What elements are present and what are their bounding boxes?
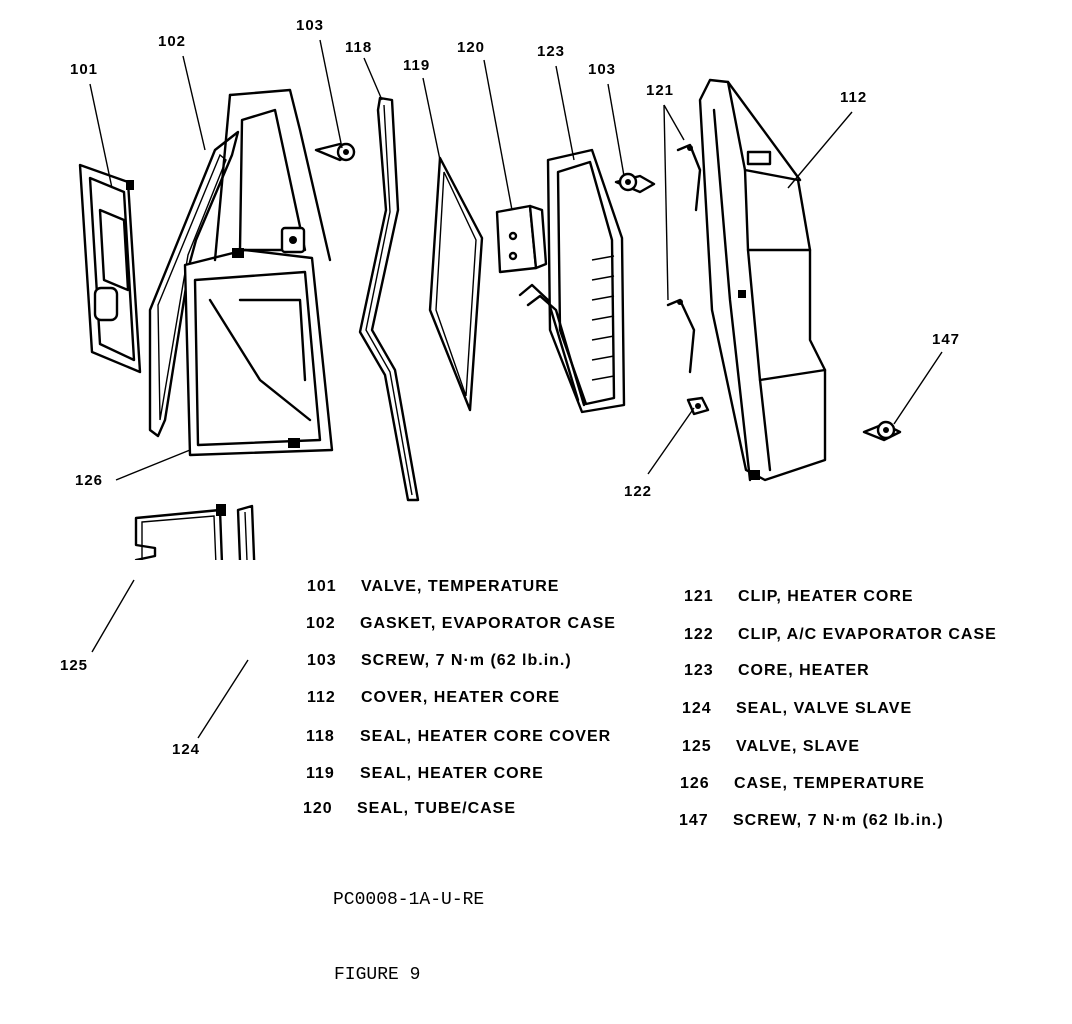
legend-row-112: 112 COVER, HEATER CORE: [307, 689, 560, 707]
document-code: PC0008-1A-U-RE: [333, 890, 485, 910]
legend-row-102: 102 GASKET, EVAPORATOR CASE: [306, 615, 616, 633]
figure-label: FIGURE 9: [334, 965, 421, 985]
legend-num: 147: [679, 812, 709, 829]
legend-row-120: 120 SEAL, TUBE/CASE: [303, 800, 516, 818]
callout-118: 118: [345, 39, 372, 56]
legend-num: 103: [307, 652, 337, 669]
callout-103-upper: 103: [296, 17, 324, 34]
legend-desc: GASKET, EVAPORATOR CASE: [360, 615, 616, 632]
legend-num: 121: [684, 588, 714, 605]
callout-102: 102: [158, 33, 186, 50]
part-101-temperature-valve: [78, 163, 142, 374]
callout-121: 121: [646, 82, 674, 99]
legend-num: 120: [303, 800, 333, 817]
legend-num: 101: [307, 578, 337, 595]
legend-desc: SEAL, VALVE SLAVE: [736, 700, 913, 717]
part-112-heater-core-cover: [698, 78, 827, 482]
legend-num: 125: [682, 738, 712, 755]
legend-desc: COVER, HEATER CORE: [361, 689, 561, 706]
legend-desc: VALVE, TEMPERATURE: [361, 578, 560, 595]
legend-num: 123: [684, 662, 714, 679]
legend-row-101: 101 VALVE, TEMPERATURE: [307, 578, 559, 596]
legend-row-122: 122 CLIP, A/C EVAPORATOR CASE: [684, 626, 997, 644]
part-120-seal-tube-case: [495, 204, 548, 274]
legend-desc: CORE, HEATER: [738, 662, 870, 679]
legend-num: 118: [306, 728, 335, 745]
legend-desc: SCREW, 7 N·m (62 lb.in.): [361, 652, 572, 669]
legend-row-124: 124 SEAL, VALVE SLAVE: [682, 700, 912, 718]
callout-112: 112: [840, 89, 867, 106]
legend-row-123: 123 CORE, HEATER: [684, 662, 870, 680]
legend-desc: SEAL, HEATER CORE: [360, 765, 544, 782]
part-147-screw: [862, 420, 902, 442]
legend-row-121: 121 CLIP, HEATER CORE: [684, 588, 914, 606]
callout-125: 125: [60, 657, 88, 674]
exploded-parts-diagram: 101 102 103 118 119 120 123 103 121 112 …: [70, 17, 960, 560]
callout-101: 101: [70, 61, 98, 78]
legend-desc: SEAL, TUBE/CASE: [357, 800, 517, 817]
callout-123: 123: [537, 43, 565, 60]
legend-row-125: 125 VALVE, SLAVE: [682, 738, 860, 756]
part-124-seal-valve-slave: [236, 504, 256, 560]
legend-num: 124: [682, 700, 712, 717]
parts-legend-right: 121 CLIP, HEATER CORE 122 CLIP, A/C EVAPOR…: [679, 588, 1064, 848]
legend-desc: CLIP, HEATER CORE: [738, 588, 914, 605]
callout-126: 126: [75, 472, 103, 489]
part-103-screw-upper: [314, 142, 356, 162]
callout-119: 119: [403, 57, 430, 74]
legend-desc: CLIP, A/C EVAPORATOR CASE: [738, 626, 997, 643]
legend-num: 126: [680, 775, 710, 792]
legend-row-103: 103 SCREW, 7 N·m (62 lb.in.): [307, 652, 572, 670]
legend-row-118: 118 SEAL, HEATER CORE COVER: [306, 728, 611, 746]
part-103-screw-lower: [614, 172, 656, 194]
part-123-heater-core: [518, 148, 626, 414]
callout-122: 122: [624, 483, 652, 500]
legend-desc: SEAL, HEATER CORE COVER: [360, 728, 612, 745]
part-126-temperature-case: [183, 88, 334, 457]
part-119-seal-heater-core: [428, 156, 484, 412]
legend-row-119: 119 SEAL, HEATER CORE: [306, 765, 544, 783]
callout-124: 124: [172, 741, 200, 758]
legend-num: 122: [684, 626, 714, 643]
callout-103-lower: 103: [588, 61, 616, 78]
legend-row-126: 126 CASE, TEMPERATURE: [680, 775, 925, 793]
legend-row-147: 147 SCREW, 7 N·m (62 lb.in.): [679, 812, 944, 830]
legend-desc: SCREW, 7 N·m (62 lb.in.): [733, 812, 944, 829]
legend-num: 102: [306, 615, 336, 632]
legend-num: 112: [307, 689, 336, 706]
leader-lines: [89, 39, 943, 481]
parts-legend-left: 101 VALVE, TEMPERATURE 102 GASKET, EVAPORA…: [303, 578, 677, 838]
callout-120: 120: [457, 39, 485, 56]
legend-num: 119: [306, 765, 335, 782]
part-125-slave-valve: [134, 504, 226, 560]
part-118-seal-heater-core-cover: [358, 96, 420, 502]
part-121-clip-heater-core: [666, 143, 702, 374]
legend-desc: VALVE, SLAVE: [736, 738, 861, 755]
legend-desc: CASE, TEMPERATURE: [734, 775, 925, 792]
callout-147: 147: [932, 331, 960, 348]
lower-callout-layer: 125 124: [60, 579, 249, 758]
